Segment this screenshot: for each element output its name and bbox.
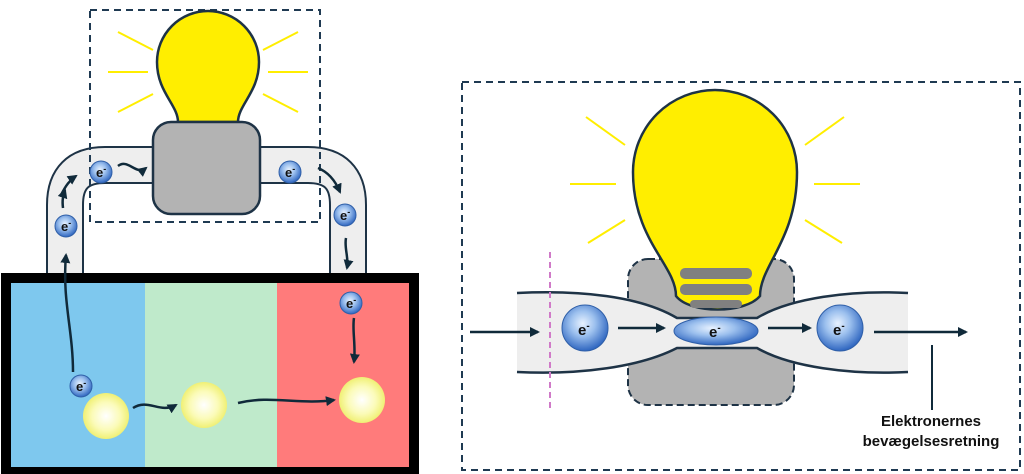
battery-casing <box>1 273 419 474</box>
filament-base <box>680 268 752 308</box>
electron: e- <box>278 160 302 184</box>
electron: e- <box>333 203 357 227</box>
bulb-glass <box>631 88 799 311</box>
electron: e- <box>339 291 363 315</box>
svg-text:e-: e- <box>285 164 295 180</box>
electron: e- <box>89 160 113 184</box>
bulb-glass <box>155 9 261 124</box>
electron-compressed: e- <box>673 316 759 346</box>
caption-line-1: Elektronernes <box>880 413 982 430</box>
svg-text:e-: e- <box>340 207 350 223</box>
caption-line-2: bevægelsesretning <box>862 433 1000 450</box>
light-rays <box>570 116 860 244</box>
svg-text:e-: e- <box>833 321 845 339</box>
svg-text:e-: e- <box>61 218 71 234</box>
electron: e- <box>69 374 93 398</box>
bulb-socket <box>151 120 262 216</box>
battery-cathode <box>277 283 410 468</box>
ion <box>339 377 385 423</box>
electron-flow-arrows <box>470 323 968 337</box>
light-rays <box>108 31 308 113</box>
electron: e- <box>816 304 864 352</box>
battery-circuit: e- e- e- e- e- e- <box>1 9 419 474</box>
svg-text:e-: e- <box>709 323 721 341</box>
wire-edge-bottom <box>516 346 909 374</box>
ion <box>83 393 129 439</box>
zoom-frame <box>461 81 1021 471</box>
svg-text:e-: e- <box>346 295 356 311</box>
ion <box>181 382 227 428</box>
electron-flow-arrows <box>57 162 360 414</box>
svg-text:e-: e- <box>96 164 106 180</box>
electron: e- <box>54 214 78 238</box>
svg-text:e-: e- <box>76 378 86 394</box>
battery-electrolyte <box>145 283 277 468</box>
electron: e- <box>561 304 609 352</box>
svg-text:e-: e- <box>578 321 590 339</box>
electron-direction-caption: Elektronernes bevægelsesretning <box>838 412 1024 452</box>
zoomed-bulb-panel: e- e- e- <box>461 81 1021 471</box>
